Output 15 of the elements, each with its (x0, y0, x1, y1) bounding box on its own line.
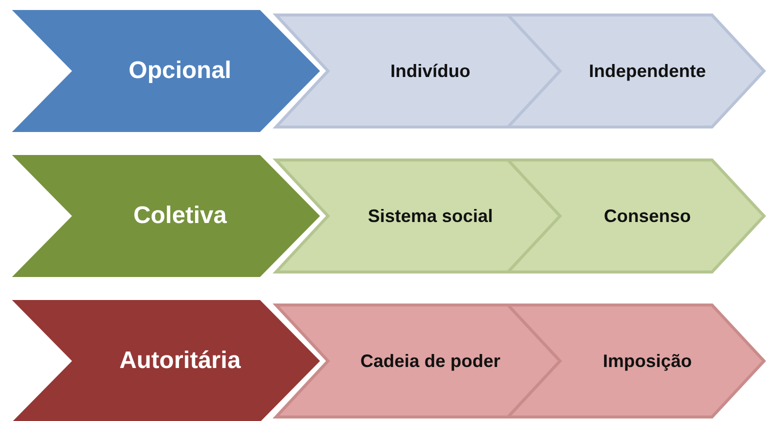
chevron-step (12, 155, 320, 277)
chevron-step (506, 305, 764, 417)
chevron-step (12, 300, 320, 421)
step-label: Opcional (128, 57, 232, 85)
step-label: Coletiva (133, 202, 227, 230)
step-label: Cadeia de poder (360, 350, 500, 372)
step-label: Autoritária (119, 347, 241, 375)
chevron-step (506, 160, 764, 272)
step-label: Sistema social (368, 206, 493, 226)
step-label: Imposição (602, 350, 692, 372)
step-label: Indivíduo (390, 60, 470, 82)
chevron-step (506, 15, 764, 127)
step-label: Independente (588, 60, 706, 82)
chevron-step (12, 10, 320, 132)
step-label: Consenso (604, 206, 691, 226)
